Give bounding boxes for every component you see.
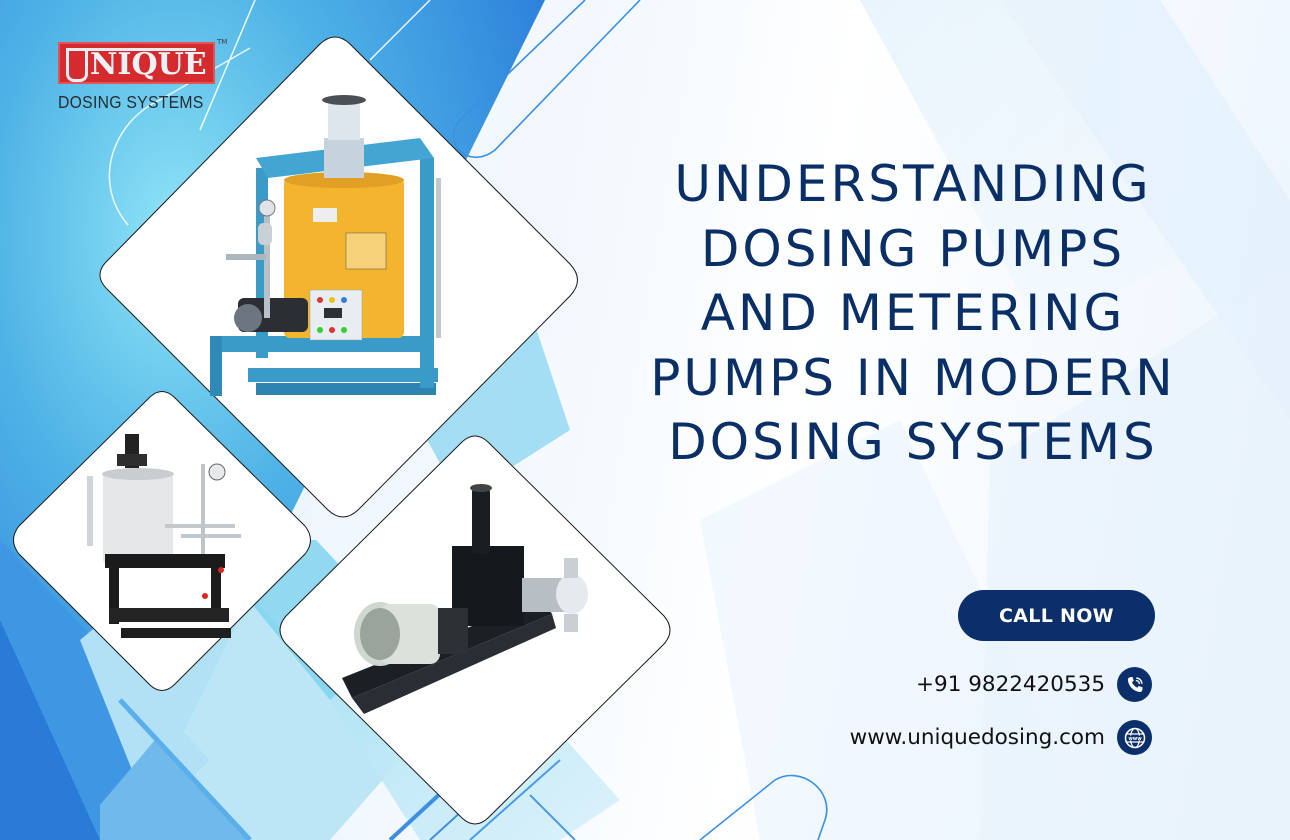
website-url[interactable]: www.uniquedosing.com — [849, 725, 1105, 750]
logo-wordmark: NIQUE — [90, 47, 207, 82]
phone-icon — [1117, 667, 1152, 702]
title-line-5: DOSING SYSTEMS — [668, 413, 1158, 471]
page-title: UNDERSTANDING DOSING PUMPS AND METERING … — [618, 152, 1208, 475]
logo-tagline: DOSING SYSTEMS — [58, 92, 204, 112]
svg-text:www: www — [1128, 736, 1142, 741]
logo-badge: NIQUE — [58, 42, 215, 84]
product-image-dosing-system-yellow-tank — [99, 36, 578, 518]
title-line-1: UNDERSTANDING — [674, 155, 1152, 213]
title-line-3: AND METERING — [700, 284, 1126, 342]
title-line-4: PUMPS IN MODERN — [650, 348, 1176, 407]
website-contact[interactable]: www.uniquedosing.com www — [850, 720, 1152, 755]
phone-number[interactable]: +91 9822420535 — [916, 672, 1105, 697]
globe-www-icon: www — [1117, 720, 1152, 755]
product-image-stainless-dosing-tank — [13, 391, 311, 691]
product-image-metering-pump — [279, 435, 671, 825]
trademark-symbol: TM — [217, 38, 228, 46]
phone-contact[interactable]: +91 9822420535 — [916, 667, 1152, 702]
logo-u-beaker-icon — [66, 48, 196, 82]
call-now-button[interactable]: CALL NOW — [958, 590, 1155, 641]
title-line-2: DOSING PUMPS — [700, 219, 1126, 278]
